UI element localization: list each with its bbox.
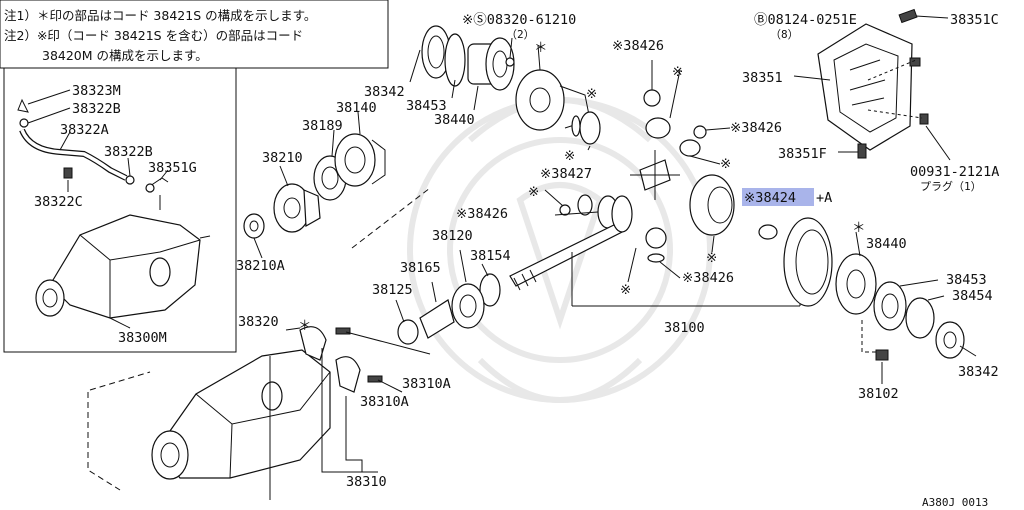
ref-mark-g: ※: [620, 282, 631, 298]
assembly-inset-box: [3, 68, 237, 353]
ref-mark-f: ※: [706, 250, 717, 266]
asterisk-mark-b: ＊: [852, 220, 866, 236]
label-38102: 38102: [858, 386, 899, 402]
label-38322A: 38322A: [60, 122, 109, 138]
label-38453-a: 38453: [406, 98, 447, 114]
label-00931-2121A: 00931-2121A: [910, 164, 999, 180]
label-38351: 38351: [742, 70, 783, 86]
label-plug-qty: プラグ（1）: [920, 179, 982, 193]
note-2b: 38420M の構成を示します。: [42, 48, 208, 63]
label-38322B-b: 38322B: [104, 144, 153, 160]
label-38165: 38165: [400, 260, 441, 276]
label-38453-b: 38453: [946, 272, 987, 288]
side-gears-cluster: [544, 60, 731, 283]
ref-mark-c: ※: [672, 64, 683, 80]
label-38424[interactable]: ※38424: [744, 190, 796, 206]
diff-carrier-housing: [87, 349, 331, 500]
ref-mark-d: ※: [720, 156, 731, 172]
bearing-caps: [285, 326, 431, 473]
front-pinion-group: [243, 111, 431, 259]
label-38424-suffix: +A: [816, 190, 832, 206]
label-38351C: 38351C: [950, 12, 999, 28]
label-38440-a: 38440: [434, 112, 475, 128]
ref-mark-a: ※: [586, 86, 597, 102]
ref-mark-b: ※: [564, 148, 575, 164]
diagram-code: A380J 0013: [922, 496, 988, 509]
asterisk-mark-a: ＊: [534, 40, 548, 56]
diff-carrier-sketch: [35, 195, 211, 319]
side-gear-38424: [689, 174, 778, 253]
label-38342-b: 38342: [958, 364, 999, 380]
label-38310A-b: 38310A: [360, 394, 409, 410]
label-38440-b: 38440: [866, 236, 907, 252]
note-2a: 注2）※印（コード 38421S を含む）の部品はコード: [4, 28, 303, 43]
part-labels: 38323M 38322B 38322A 38322B 38351G 38322…: [34, 12, 999, 509]
ring-gear-group: [783, 217, 977, 384]
label-38426-b: ※38426: [730, 120, 782, 136]
label-38322C: 38322C: [34, 194, 83, 210]
label-08124-0251E: Ⓑ08124-0251E: [754, 12, 857, 28]
label-38426-c: ※38426: [456, 206, 508, 222]
label-08124-qty: （8）: [770, 28, 799, 41]
label-38210A: 38210A: [236, 258, 285, 274]
highlight-38424: [742, 188, 814, 206]
label-38426-a: ※38426: [612, 38, 664, 54]
label-38322B-a: 38322B: [72, 101, 121, 117]
diff-case-upper: [515, 44, 591, 131]
label-38300M: 38300M: [118, 330, 167, 346]
breather-hose-assembly: [17, 98, 169, 193]
label-38210: 38210: [262, 150, 303, 166]
label-38120: 38120: [432, 228, 473, 244]
rear-cover-38351: [793, 8, 951, 161]
asterisk-mark-c: ＊: [298, 318, 312, 334]
label-38125: 38125: [372, 282, 413, 298]
label-08320-qty: （2）: [506, 28, 535, 41]
drive-pinion-shaft: [509, 195, 801, 307]
label-38351F: 38351F: [778, 146, 827, 162]
label-38426-d: ※38426: [682, 270, 734, 286]
label-38351G: 38351G: [148, 160, 197, 176]
upper-bearing-group: [409, 25, 515, 111]
label-38154: 38154: [470, 248, 511, 264]
label-38342-a: 38342: [364, 84, 405, 100]
ref-mark-e: ※: [528, 184, 539, 200]
label-38310: 38310: [346, 474, 387, 490]
pinion-bearing-group: [395, 249, 501, 345]
label-38427: ※38427: [540, 166, 592, 182]
note-1: 注1）＊印の部品はコード 38421S の構成を示します。: [4, 8, 316, 23]
label-38140: 38140: [336, 100, 377, 116]
label-38310A-a: 38310A: [402, 376, 451, 392]
label-38320: 38320: [238, 314, 279, 330]
label-38100: 38100: [664, 320, 705, 336]
watermark-emblem: [407, 97, 713, 403]
label-38454: 38454: [952, 288, 993, 304]
bolt-08320: [505, 37, 515, 67]
label-38323M: 38323M: [72, 83, 121, 99]
label-38189: 38189: [302, 118, 343, 134]
label-08320-61210: ※Ⓢ08320-61210: [462, 12, 576, 28]
note-box: 注1）＊印の部品はコード 38421S の構成を示します。 注2）※印（コード …: [0, 0, 389, 69]
